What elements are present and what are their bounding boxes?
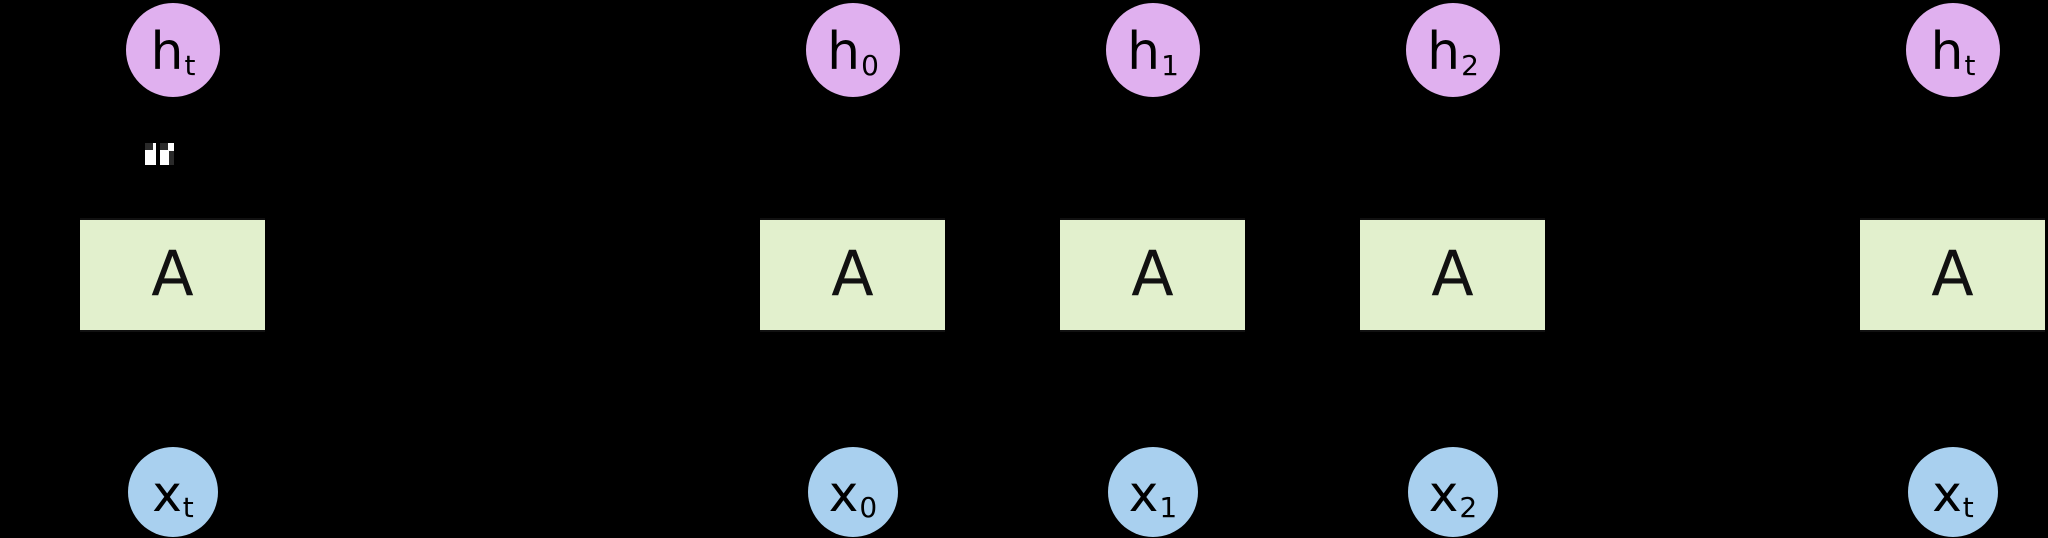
rnn-cell-label: A	[1131, 237, 1174, 310]
rnn-cell-label: A	[1931, 237, 1974, 310]
rnn-cell-label: A	[1431, 237, 1474, 310]
rnn-cell-1[interactable]: A	[1060, 218, 1245, 332]
rnn-cell-2[interactable]: A	[1360, 218, 1545, 332]
rnn-cell-label: A	[831, 237, 874, 310]
missing-glyph-marks	[145, 143, 174, 165]
rnn-cell-t[interactable]: A	[1860, 218, 2045, 332]
missing-glyph-icon	[145, 143, 156, 165]
rnn-cell-folded[interactable]: A	[80, 218, 265, 332]
rnn-cell-0[interactable]: A	[760, 218, 945, 332]
rnn-cell-label: A	[151, 237, 194, 310]
missing-glyph-icon	[160, 143, 174, 165]
